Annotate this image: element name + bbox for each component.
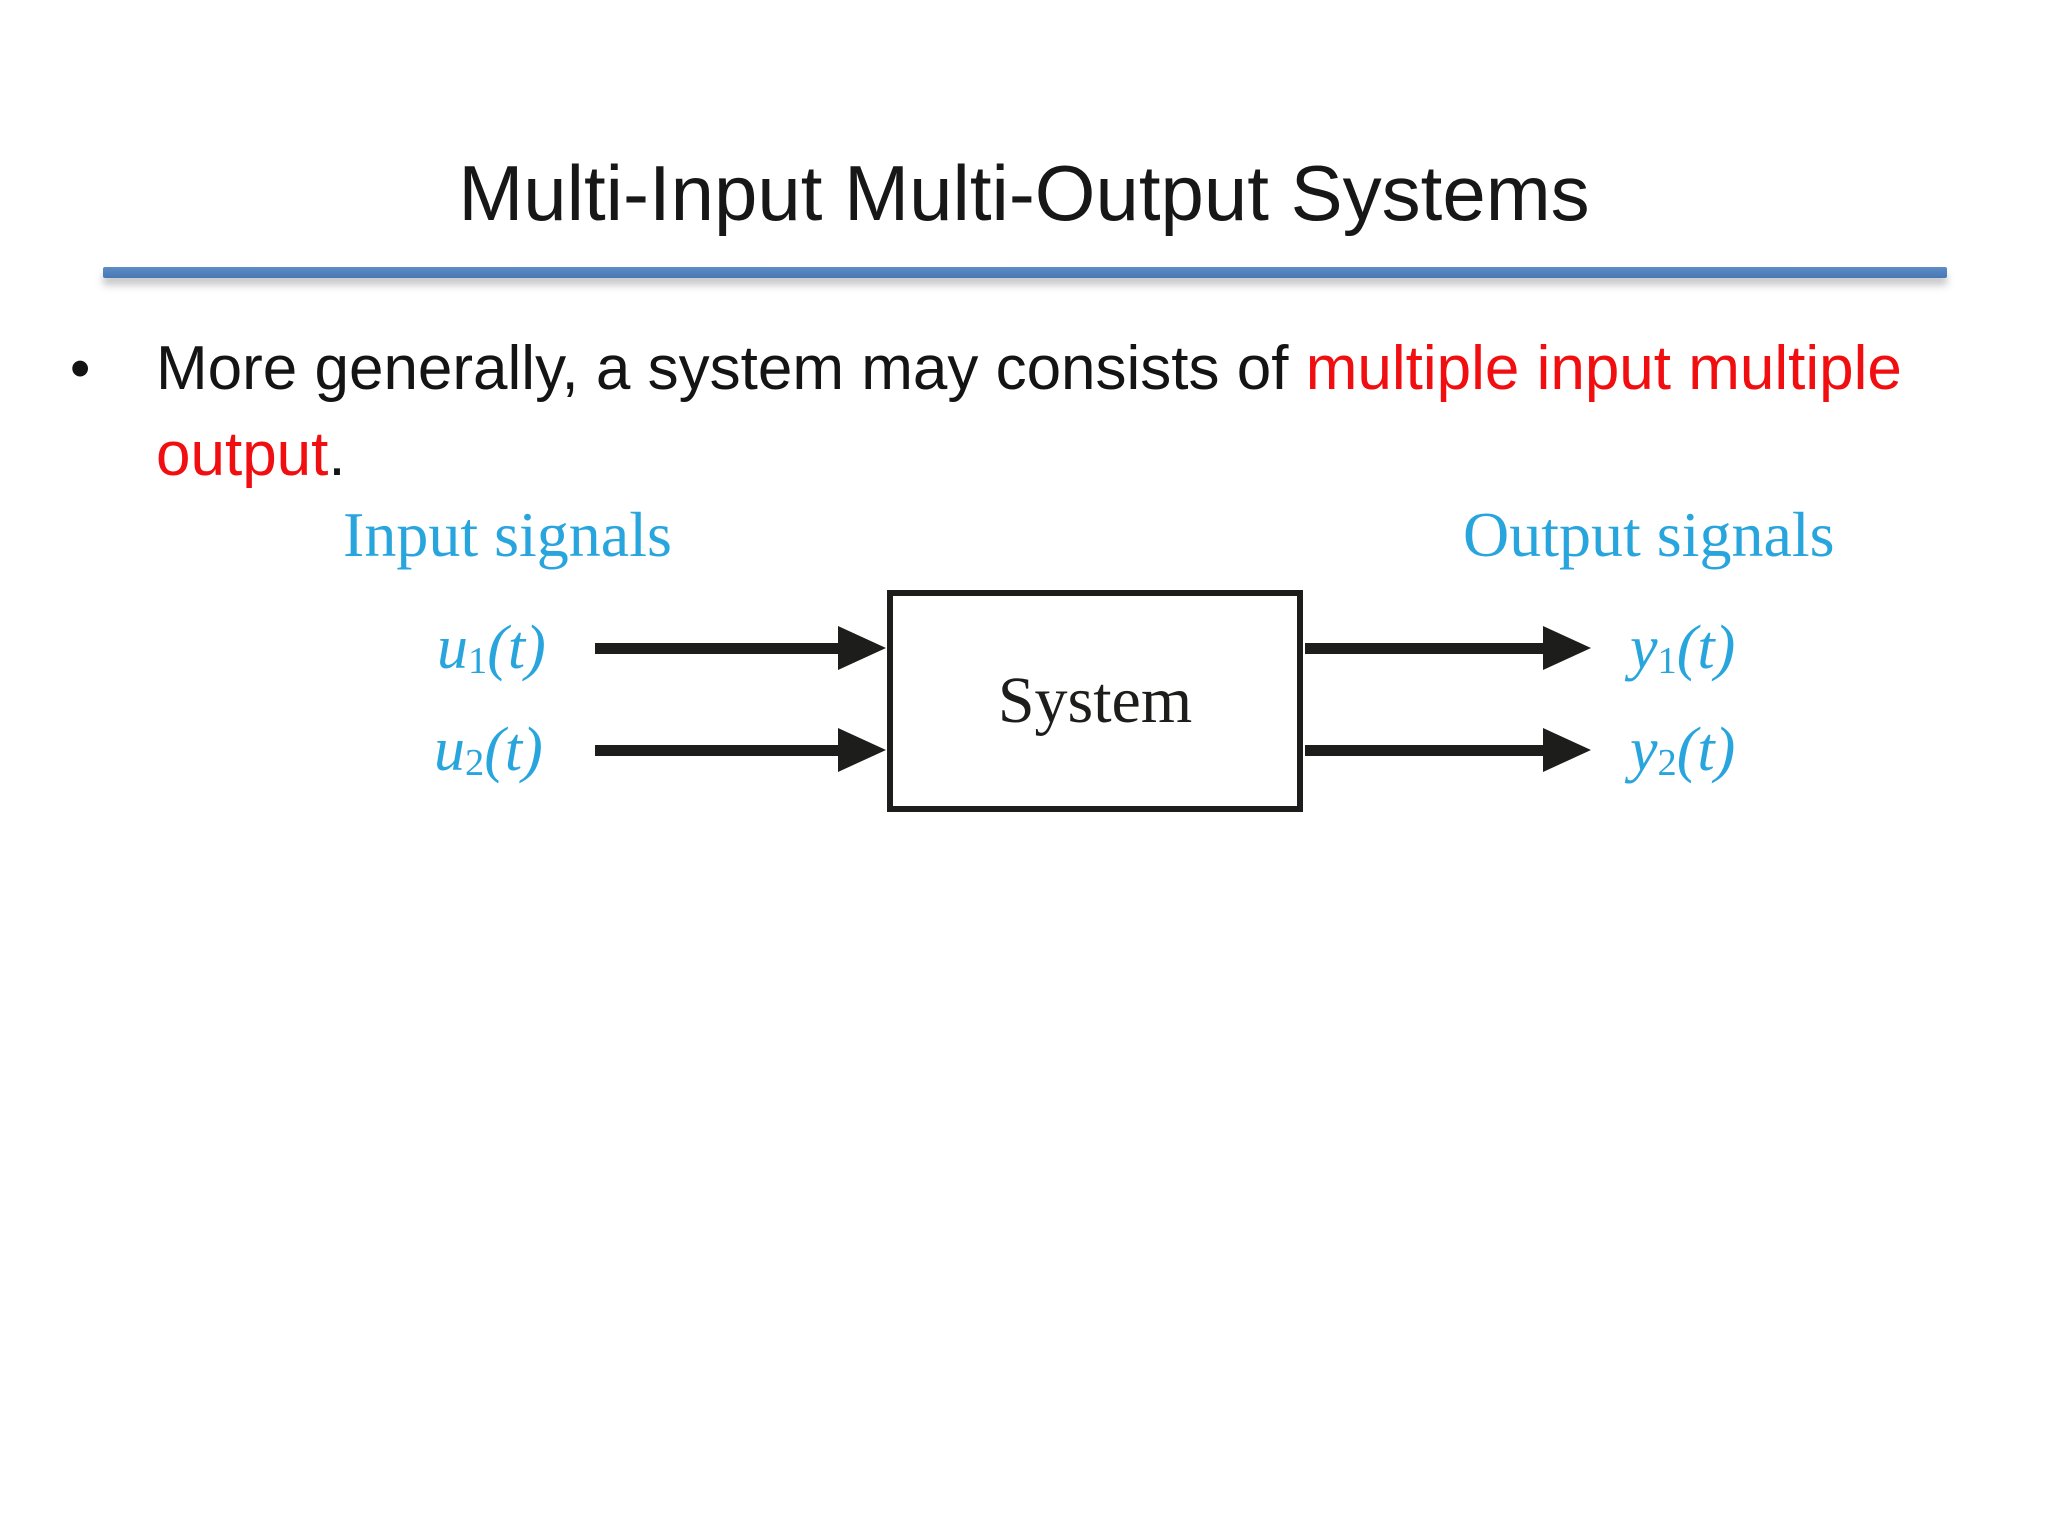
output-signal-y2-label: y2(t) <box>1630 715 1735 793</box>
bullet-item: • More generally, a system may consists … <box>70 326 1970 498</box>
output-arrow-1 <box>1305 626 1591 670</box>
arrow-shaft <box>1305 642 1543 654</box>
bullet-text-period: . <box>328 420 346 489</box>
slide-title: Multi-Input Multi-Output Systems <box>458 149 1590 237</box>
math-subscript: 2 <box>1657 741 1677 784</box>
arrow-head <box>838 728 886 772</box>
system-block-label: System <box>997 664 1193 737</box>
input-signal-u2-label: u2(t) <box>434 715 543 793</box>
arrow-head <box>1543 728 1591 772</box>
input-arrow-2 <box>595 728 886 772</box>
system-block: System <box>887 590 1303 812</box>
math-var: y <box>1630 614 1658 682</box>
math-subscript: 2 <box>465 741 485 784</box>
arrow-head <box>1543 626 1591 670</box>
arrow-head <box>838 626 886 670</box>
arrow-shaft <box>595 642 838 654</box>
math-arg: (t) <box>487 614 546 682</box>
input-arrow-1 <box>595 626 886 670</box>
bullet-text: More generally, a system may consists of… <box>156 326 1956 498</box>
bullet-text-highlight-line2: output <box>156 420 329 489</box>
bullet-text-highlight-line1: multiple input multiple <box>1305 334 1902 403</box>
math-var: u <box>437 614 468 682</box>
math-arg: (t) <box>484 716 543 784</box>
arrow-shaft <box>1305 744 1543 756</box>
math-arg: (t) <box>1676 614 1736 682</box>
title-divider <box>103 267 1947 278</box>
output-signal-y1-label: y1(t) <box>1630 613 1735 691</box>
arrow-shaft <box>595 744 838 756</box>
math-arg: (t) <box>1676 716 1736 784</box>
bullet-text-black: More generally, a system may consists of <box>156 334 1306 403</box>
input-signals-label: Input signals <box>343 499 672 570</box>
math-var: u <box>434 716 465 784</box>
math-var: y <box>1630 716 1658 784</box>
input-signal-u1-label: u1(t) <box>437 613 546 691</box>
math-subscript: 1 <box>468 639 488 682</box>
output-arrow-2 <box>1305 728 1591 772</box>
math-subscript: 1 <box>1657 639 1677 682</box>
output-signals-label: Output signals <box>1463 499 1835 570</box>
bullet-marker: • <box>70 336 91 401</box>
